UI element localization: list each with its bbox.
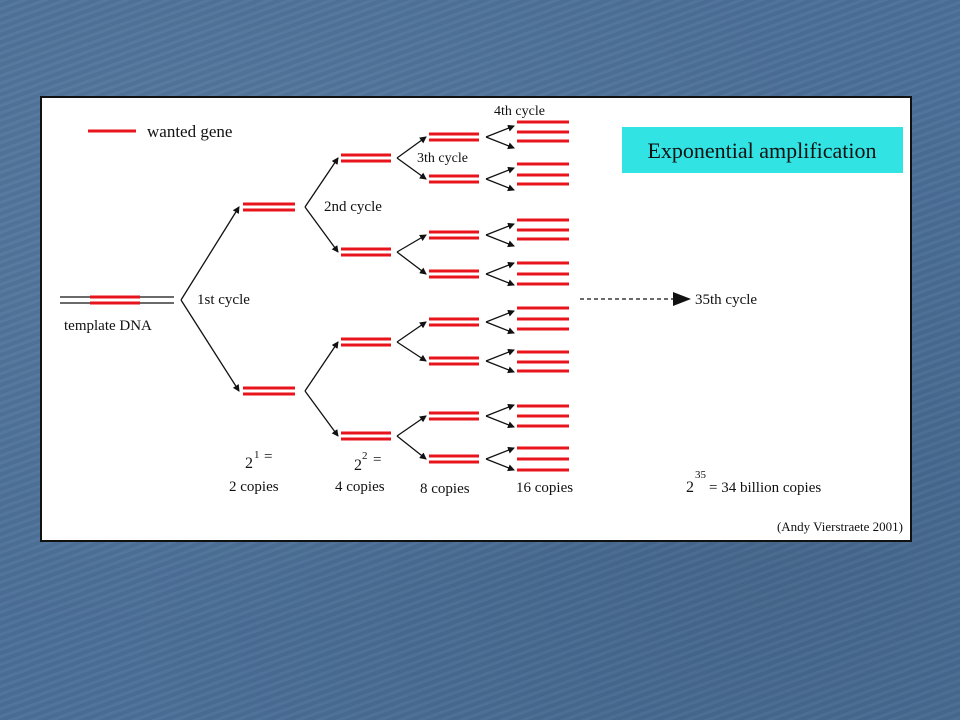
gene-group-cycle4-1: [517, 120, 569, 143]
gene-pair-cycle2-2: [341, 247, 391, 257]
branch-c3-5-to-c4-down: [485, 321, 515, 335]
template-label: template DNA: [64, 318, 152, 334]
branch-c3-7-to-c4-up: [485, 403, 515, 417]
title-box: Exponential amplification: [622, 127, 903, 173]
copies-final-exponent: 35: [695, 469, 707, 481]
gene-group-cycle4-3: [517, 218, 569, 241]
copies-4-base: 2: [354, 457, 362, 474]
branch-c3-1-to-c4-up: [485, 124, 515, 138]
diagram-frame: wanted gene Exponential amplification te…: [40, 96, 912, 542]
gene-group-cycle4-5: [517, 306, 569, 331]
branch-c1a-to-c2b: [304, 206, 339, 253]
credit: (Andy Vierstraete 2001): [777, 519, 903, 534]
branch-c3-3-to-c4-up: [485, 222, 515, 236]
copies-2-equals: =: [264, 449, 272, 465]
gene-pair-cycle3-7: [429, 411, 479, 421]
branch-c3-6-to-c4-down: [485, 360, 515, 374]
copies-final-base: 2: [686, 479, 694, 496]
gene-pair-cycle3-2: [429, 174, 479, 184]
gene-pair-cycle3-1: [429, 132, 479, 142]
branch-c3-5-to-c4-up: [485, 309, 515, 323]
branch-c2-1-to-c3-down: [396, 157, 427, 180]
gene-group-cycle4-6: [517, 350, 569, 373]
title-background: [622, 127, 903, 173]
copies-2-exponent: 1: [254, 449, 260, 461]
cycle-label-4: 4th cycle: [494, 104, 545, 119]
branch-c1a-to-c2a: [304, 157, 339, 208]
gene-pair-cycle1-2: [243, 386, 295, 396]
copies-final: 2 35 = 34 billion copies: [686, 469, 821, 496]
template-dna: template DNA: [60, 295, 174, 334]
branch-c2-1-to-c3-up: [396, 136, 427, 159]
branch-c1b-to-c2c: [304, 341, 339, 392]
copies-final-text: = 34 billion copies: [709, 480, 821, 496]
gene-copies: [243, 120, 569, 472]
title: Exponential amplification: [647, 138, 876, 163]
copies-2: 2 1 = 2 copies: [229, 449, 279, 495]
gene-pair-cycle3-3: [429, 230, 479, 240]
branch-c3-2-to-c4-down: [485, 178, 515, 192]
branch-arrows: [180, 124, 515, 472]
branch-c3-2-to-c4-up: [485, 166, 515, 180]
branch-c2-3-to-c3-up: [396, 321, 427, 343]
cycle-label-2: 2nd cycle: [324, 199, 382, 215]
cycle-label-3: 3th cycle: [417, 151, 468, 166]
branch-c3-8-to-c4-up: [485, 446, 515, 460]
copies-4-exponent: 2: [362, 450, 368, 462]
branch-c3-4-to-c4-down: [485, 273, 515, 287]
branch-c2-2-to-c3-down: [396, 251, 427, 275]
branch-c3-4-to-c4-up: [485, 261, 515, 275]
branch-c3-8-to-c4-down: [485, 458, 515, 472]
gene-group-cycle4-8: [517, 446, 569, 472]
cycle-label-35: 35th cycle: [695, 292, 757, 308]
copies-2-count: 2 copies: [229, 479, 279, 495]
branch-template-to-c1-top: [180, 206, 240, 301]
branch-template-to-c1-bottom: [180, 299, 240, 392]
copies-4: 2 2 = 4 copies: [335, 450, 385, 495]
cycle-label-1: 1st cycle: [197, 292, 250, 308]
pcr-diagram: wanted gene Exponential amplification te…: [60, 104, 903, 534]
gene-group-cycle4-2: [517, 162, 569, 186]
copies-8-count: 8 copies: [420, 481, 470, 497]
branch-c2-2-to-c3-up: [396, 234, 427, 253]
gene-pair-cycle2-4: [341, 431, 391, 441]
copies-4-equals: =: [373, 452, 381, 468]
gene-pair-cycle3-4: [429, 269, 479, 279]
copies-16-count: 16 copies: [516, 480, 573, 496]
gene-pair-cycle2-1: [341, 153, 391, 163]
gene-pair-cycle3-5: [429, 317, 479, 327]
gene-pair-cycle2-3: [341, 337, 391, 347]
gene-pair-cycle1-1: [243, 202, 295, 212]
gene-pair-cycle3-8: [429, 454, 479, 464]
branch-c1b-to-c2d: [304, 390, 339, 437]
legend-label: wanted gene: [147, 122, 232, 141]
copies-2-base: 2: [245, 455, 253, 472]
gene-pair-cycle3-6: [429, 356, 479, 366]
branch-c2-4-to-c3-down: [396, 435, 427, 460]
branch-c3-3-to-c4-down: [485, 234, 515, 248]
branch-c2-4-to-c3-up: [396, 415, 427, 437]
branch-c3-7-to-c4-down: [485, 415, 515, 429]
branch-c3-1-to-c4-down: [485, 136, 515, 150]
branch-c3-6-to-c4-up: [485, 348, 515, 362]
copies-4-count: 4 copies: [335, 479, 385, 495]
legend: wanted gene: [88, 122, 232, 141]
gene-group-cycle4-7: [517, 404, 569, 428]
branch-c2-3-to-c3-down: [396, 341, 427, 362]
gene-group-cycle4-4: [517, 261, 569, 286]
